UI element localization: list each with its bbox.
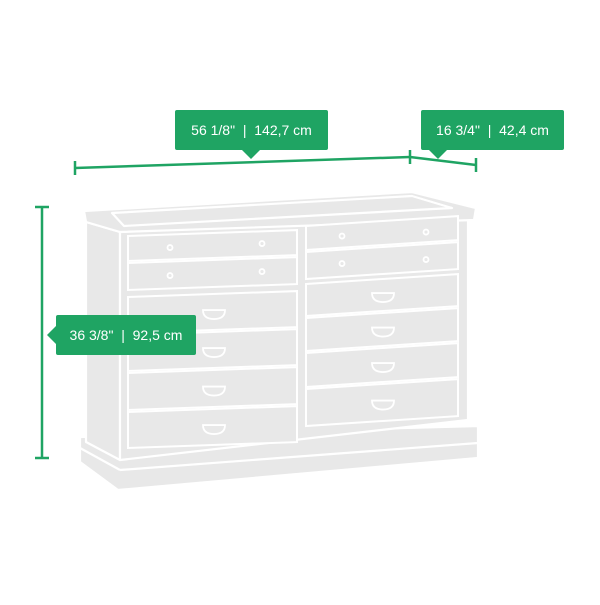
height-tag-pointer (47, 326, 56, 344)
right-drawer-4 (305, 307, 459, 353)
left-drawer-1 (127, 229, 298, 263)
width-label: 56 1/8" | 142,7 cm (191, 122, 312, 138)
height-label-tag: 36 3/8" | 92,5 cm (47, 315, 196, 355)
height-label: 36 3/8" | 92,5 cm (69, 327, 183, 343)
left-drawer-2 (127, 256, 298, 292)
drawer-knob-icon (338, 232, 346, 240)
dresser-top-gallery (110, 194, 454, 228)
dresser-base-top-edge (119, 441, 479, 472)
drawer-knob-icon (422, 228, 430, 236)
cup-pull-icon (371, 362, 395, 373)
cup-pull-icon (202, 424, 226, 435)
right-drawer-3 (305, 273, 459, 318)
width-dimension-line (74, 155, 411, 170)
drawer-knob-icon (338, 260, 346, 267)
width-tag-pointer (242, 150, 260, 159)
right-drawer-1 (305, 215, 459, 252)
dresser-base-edge (79, 447, 121, 471)
depth-dimension-line (409, 155, 477, 167)
depth-label: 16 3/4" | 42,4 cm (436, 122, 549, 138)
drawer-knob-icon (258, 240, 266, 247)
cup-pull-icon (371, 399, 395, 411)
right-drawer-6 (305, 378, 459, 428)
right-drawer-5 (305, 342, 459, 389)
drawer-knob-icon (166, 272, 174, 279)
cup-pull-icon (202, 347, 226, 358)
cup-pull-icon (202, 309, 226, 320)
right-drawer-2 (305, 241, 459, 281)
depth-tag-pointer (429, 150, 447, 159)
cup-pull-icon (371, 292, 395, 303)
depth-label-tag: 16 3/4" | 42,4 cm (421, 110, 564, 159)
drawer-knob-icon (422, 256, 430, 263)
left-drawer-5 (127, 366, 298, 412)
cup-pull-icon (202, 385, 226, 397)
drawer-knob-icon (258, 268, 266, 275)
width-label-tag: 56 1/8" | 142,7 cm (175, 110, 328, 159)
left-drawer-6 (127, 405, 298, 450)
cup-pull-icon (371, 326, 395, 338)
drawer-knob-icon (166, 244, 174, 251)
